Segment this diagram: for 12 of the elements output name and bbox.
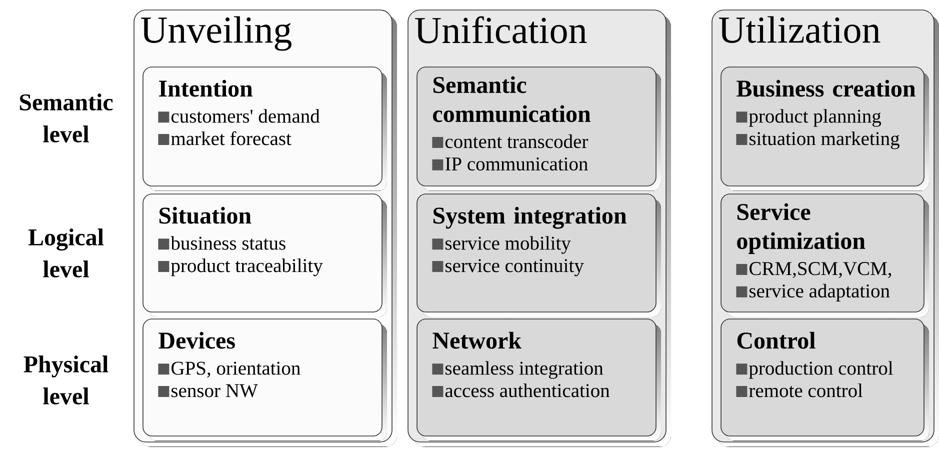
category-box: Situation business status product traceability <box>142 194 387 317</box>
category-box: Network seamless integration access authentication <box>416 318 661 441</box>
category-box: Service optimization CRM,SCM,VCM, service adaptation <box>720 194 929 317</box>
category-box: Semantic communication content transcoder IP communication <box>416 66 661 191</box>
category-box: Control production control remote control <box>720 318 929 441</box>
category-box: Devices GPS, orientation sensor NW <box>142 318 387 441</box>
row-label: Logical level <box>28 228 104 278</box>
category-box: Intention customers' demand market forecast <box>142 66 387 191</box>
category-box: Business creation product planning situation marketing <box>720 66 929 191</box>
row-label: Semantic level <box>20 94 113 142</box>
row-label: Physical level <box>24 356 108 404</box>
category-box: System integration service mobility service continuity <box>416 194 661 317</box>
